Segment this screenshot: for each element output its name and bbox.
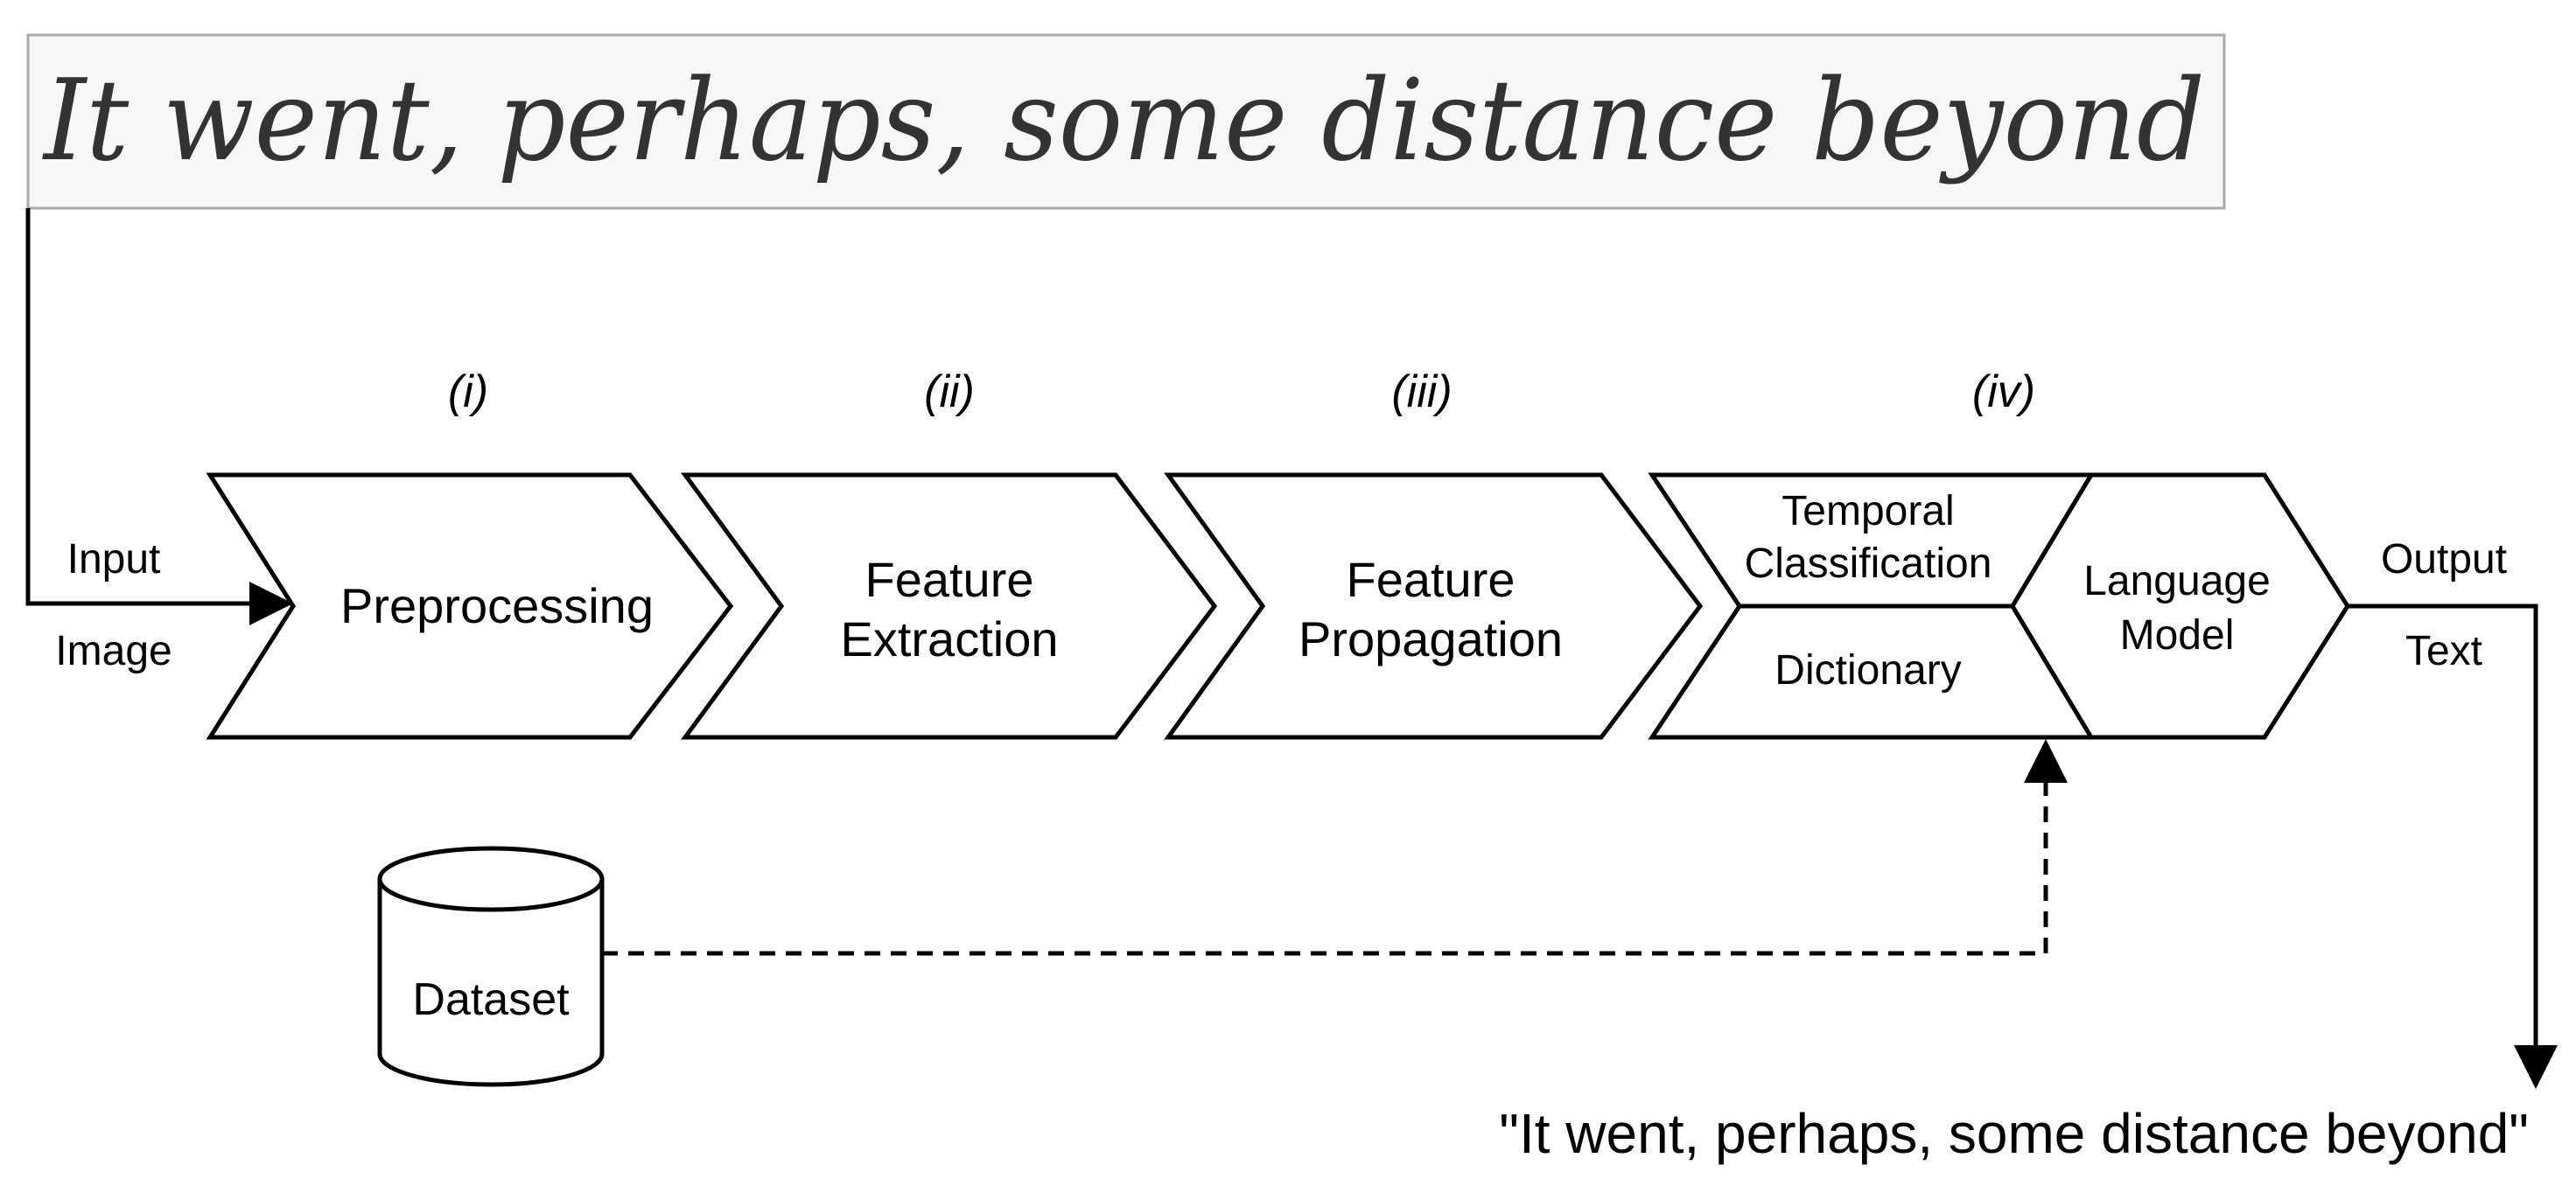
stage-feature-extraction-label-line2: Extraction bbox=[841, 611, 1059, 666]
handwritten-text: It went, perhaps, some distance beyond bbox=[42, 56, 2205, 186]
stage-number-4: (iv) bbox=[1972, 366, 2035, 417]
output-label-line2: Text bbox=[2405, 628, 2482, 674]
stage-decoding: Temporal Classification Dictionary Langu… bbox=[1648, 472, 2350, 740]
output-text: "It went, perhaps, some distance beyond" bbox=[1499, 1102, 2529, 1165]
stage-feature-extraction: Feature Extraction bbox=[681, 472, 1218, 740]
output-connector-arrow bbox=[2348, 603, 2558, 1089]
stage-feature-propagation-label-line2: Propagation bbox=[1298, 611, 1563, 666]
input-connector-arrow bbox=[25, 208, 293, 625]
dataset-cylinder: Dataset bbox=[377, 846, 605, 1087]
language-model-label-line2: Model bbox=[2120, 612, 2235, 659]
stage-language-model-shape bbox=[2010, 472, 2350, 740]
stage-number-2: (ii) bbox=[924, 366, 975, 417]
dictionary-label: Dictionary bbox=[1774, 647, 1961, 694]
stage-feature-extraction-shape bbox=[681, 472, 1218, 740]
stage-feature-propagation: Feature Propagation bbox=[1164, 472, 1704, 740]
dataset-connector-arrow bbox=[602, 739, 2068, 956]
stage-number-1: (i) bbox=[448, 366, 488, 417]
stage-number-3: (iii) bbox=[1391, 366, 1452, 417]
input-label-line1: Input bbox=[67, 536, 161, 583]
input-label-line2: Image bbox=[55, 628, 172, 674]
output-label-line1: Output bbox=[2381, 536, 2507, 583]
stage-preprocessing-shape bbox=[206, 472, 734, 740]
dataset-cylinder-body bbox=[377, 879, 605, 1087]
input-image: It went, perhaps, some distance beyond bbox=[26, 33, 2226, 210]
temporal-classification-label-line2: Classification bbox=[1745, 541, 1992, 587]
dataset-label: Dataset bbox=[412, 974, 570, 1025]
stage-preprocessing-label: Preprocessing bbox=[340, 578, 654, 633]
temporal-classification-label-line1: Temporal bbox=[1782, 488, 1954, 534]
stage-preprocessing: Preprocessing bbox=[206, 472, 734, 740]
language-model-label-line1: Language bbox=[2083, 558, 2271, 604]
dataset-cylinder-top bbox=[377, 846, 605, 912]
stage-feature-extraction-label-line1: Feature bbox=[865, 552, 1034, 607]
stage-feature-propagation-label-line1: Feature bbox=[1347, 552, 1516, 607]
input-image-frame bbox=[26, 33, 2226, 210]
stage-feature-propagation-shape bbox=[1164, 472, 1704, 740]
